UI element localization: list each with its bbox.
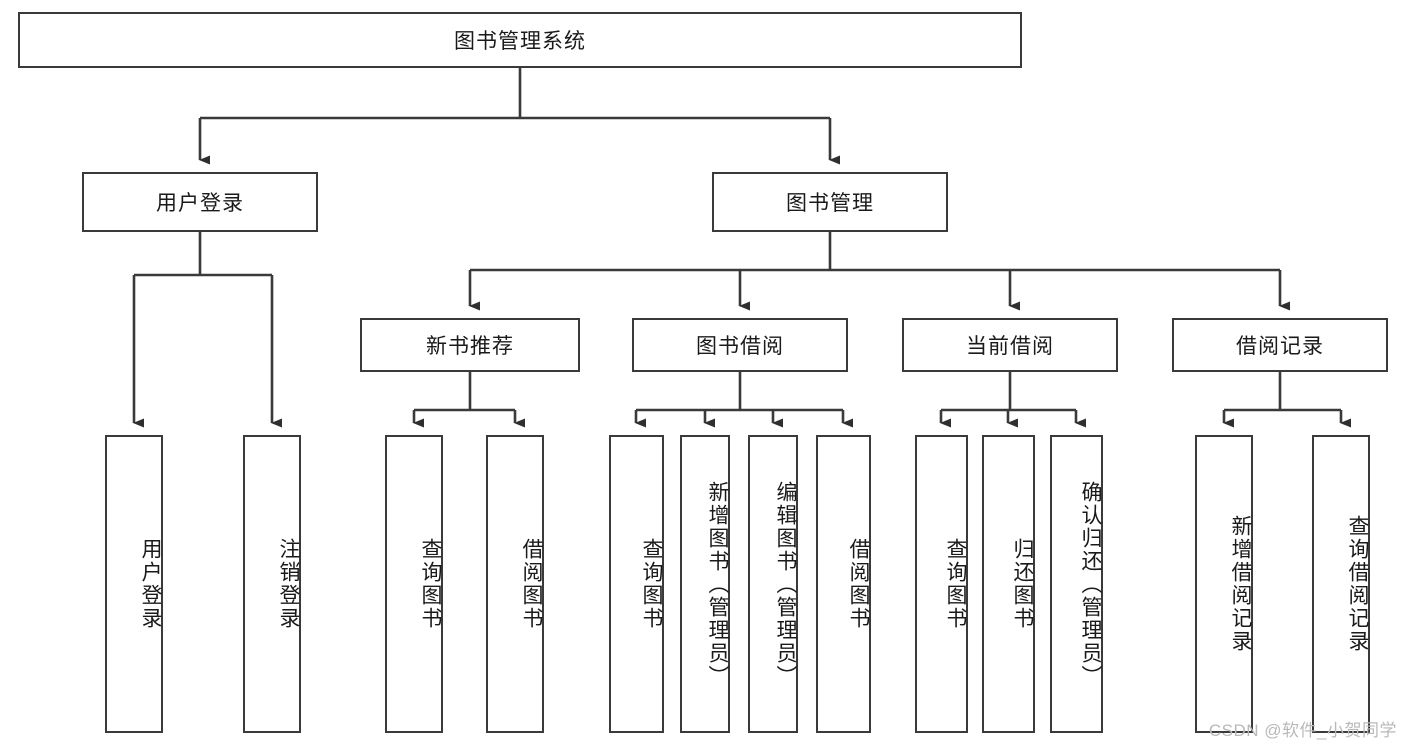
leaf-add-book-admin[interactable]: 新增图书（管理员） — [680, 435, 730, 733]
node-current-borrow[interactable]: 当前借阅 — [902, 318, 1118, 372]
leaf-logout-login[interactable]: 注销登录 — [243, 435, 301, 733]
leaf-query-book-borrow[interactable]: 查询图书 — [609, 435, 664, 733]
watermark: CSDN @软件_小贺同学 — [1208, 721, 1397, 740]
node-book-borrow[interactable]: 图书借阅 — [632, 318, 848, 372]
leaf-query-borrow-record[interactable]: 查询借阅记录 — [1312, 435, 1370, 733]
leaf-edit-book-admin[interactable]: 编辑图书（管理员） — [748, 435, 798, 733]
leaf-user-login[interactable]: 用户登录 — [105, 435, 163, 733]
leaf-borrow-book[interactable]: 借阅图书 — [816, 435, 871, 733]
leaf-borrow-book-newbook[interactable]: 借阅图书 — [486, 435, 544, 733]
leaf-query-book-current[interactable]: 查询图书 — [915, 435, 968, 733]
leaf-query-book-newbook[interactable]: 查询图书 — [385, 435, 443, 733]
node-book-management[interactable]: 图书管理 — [712, 172, 948, 232]
leaf-add-borrow-record[interactable]: 新增借阅记录 — [1195, 435, 1253, 733]
leaf-confirm-return-admin[interactable]: 确认归还（管理员） — [1050, 435, 1103, 733]
node-borrow-record[interactable]: 借阅记录 — [1172, 318, 1388, 372]
node-root[interactable]: 图书管理系统 — [18, 12, 1022, 68]
node-new-book-recommend[interactable]: 新书推荐 — [360, 318, 580, 372]
leaf-return-book[interactable]: 归还图书 — [982, 435, 1035, 733]
node-user-login[interactable]: 用户登录 — [82, 172, 318, 232]
